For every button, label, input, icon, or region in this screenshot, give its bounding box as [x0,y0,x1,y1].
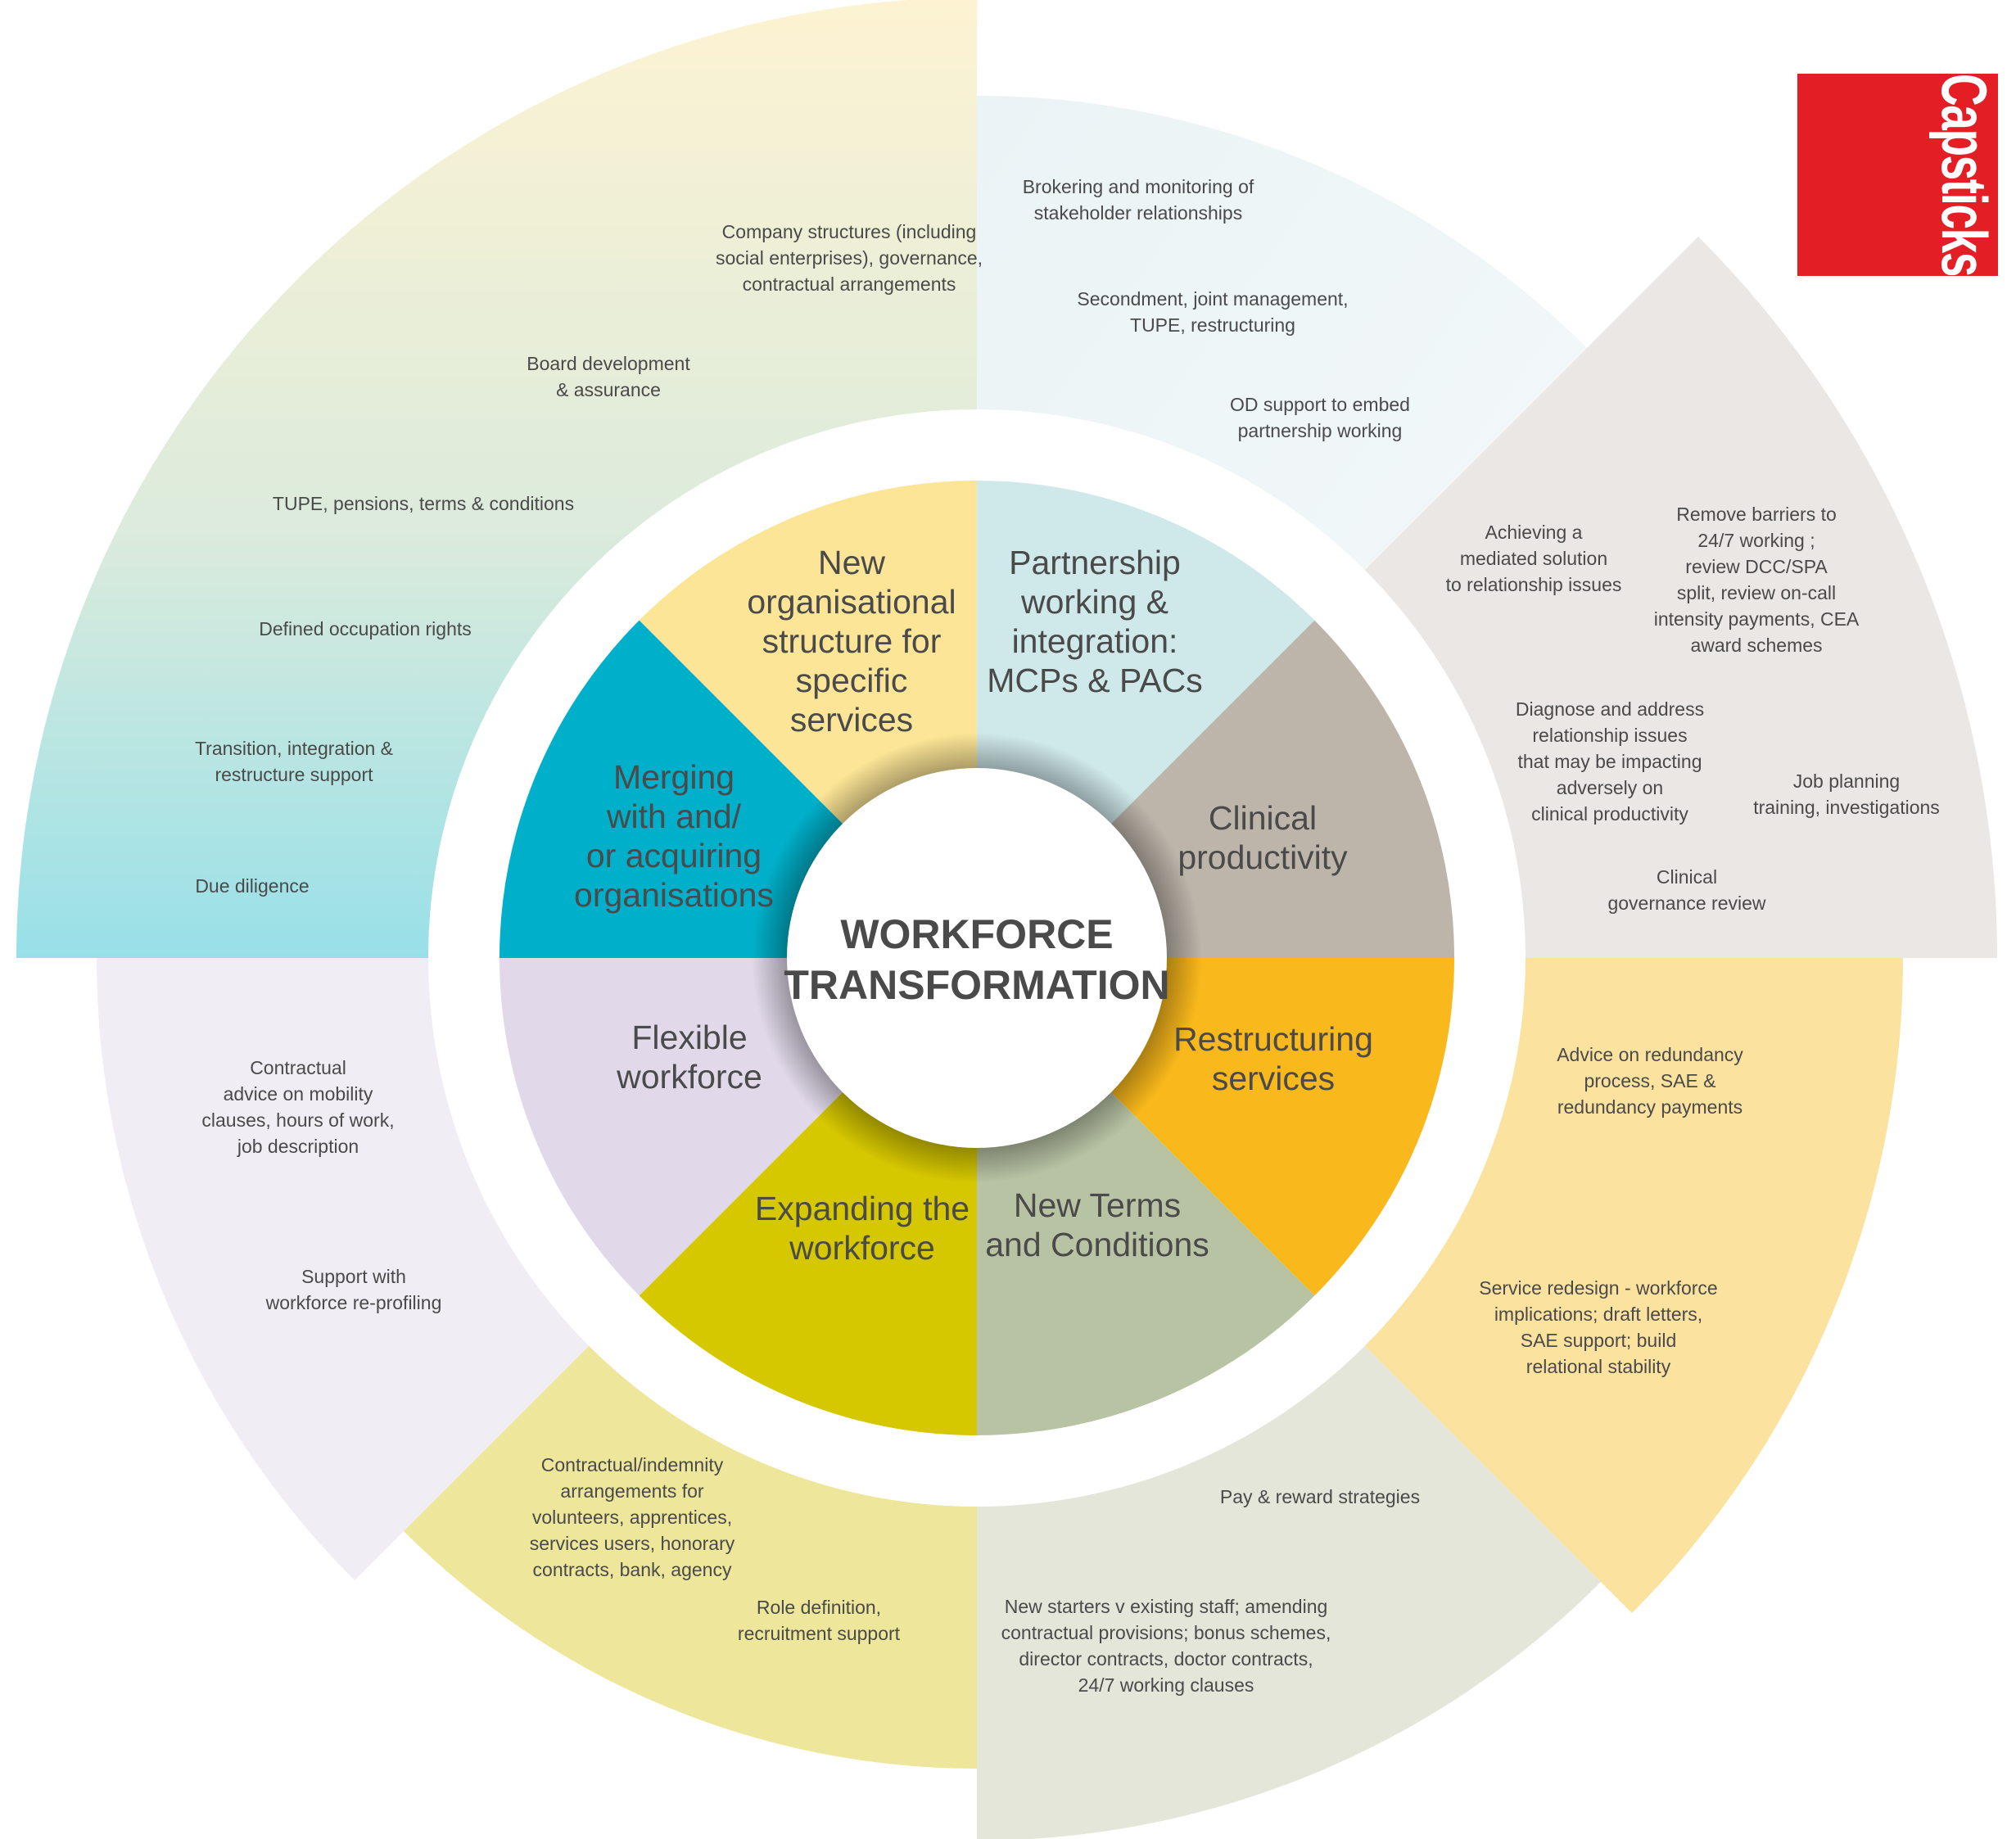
segment-partnership-working-line-3: integration: [1012,622,1178,660]
annotation-contractual-indemnity-line-2: arrangements for [560,1480,703,1502]
segment-flexible-workforce-line-2: workforce [616,1058,762,1096]
annotation-contractual-indemnity-line-4: services users, honorary [530,1533,735,1554]
capsticks-logo: Capsticks [1797,74,2000,276]
center-title-line-1: WORKFORCE [840,911,1113,957]
annotation-remove-barriers-line-4: split, review on-call [1677,582,1836,603]
annotation-secondment-line-2: TUPE, restructuring [1130,314,1295,336]
segment-merging-acquiring-line-3: or acquiring [586,837,762,874]
segment-new-organisational-structure-line-5: services [790,701,913,739]
annotation-diagnose-address-line-4: adversely on [1557,777,1663,798]
annotation-service-redesign-line-3: SAE support; build [1521,1330,1677,1351]
annotation-od-support-line-1: OD support to embed [1230,394,1410,415]
annotation-pay-reward-line-1: Pay & reward strategies [1220,1486,1420,1507]
segment-new-organisational-structure-line-2: organisational [747,583,956,621]
annotation-new-starters-line-3: director contracts, doctor contracts, [1019,1648,1313,1670]
annotation-remove-barriers-line-5: intensity payments, CEA [1654,608,1860,630]
annotation-contractual-advice-mobility-line-1: Contractual [250,1057,346,1078]
center-title-line-2: TRANSFORMATION [784,962,1169,1008]
annotation-advice-redundancy-line-3: redundancy payments [1557,1096,1743,1118]
annotation-service-redesign-line-1: Service redesign - workforce [1479,1277,1717,1299]
annotation-transition-integration-line-1: Transition, integration & [195,738,393,759]
segment-flexible-workforce-line-1: Flexible [631,1019,747,1056]
annotation-board-development-line-1: Board development [527,353,690,374]
annotation-diagnose-address-line-1: Diagnose and address [1516,698,1704,720]
segment-new-organisational-structure-line-1: New [818,544,885,581]
segment-new-organisational-structure-line-3: structure for [762,622,942,660]
annotation-role-definition-line-2: recruitment support [738,1623,901,1644]
annotation-remove-barriers-line-2: 24/7 working ; [1697,530,1815,551]
annotation-labels: Company structures (including social ente… [195,176,1940,1696]
annotation-job-planning-line-1: Job planning [1793,770,1900,792]
annotation-mediated-solution-line-3: to relationship issues [1446,574,1622,595]
segment-partnership-working-line-1: Partnership [1009,544,1181,581]
annotation-company-structures-line-1: Company structures (including [722,221,977,242]
annotation-job-planning-line-2: training, investigations [1753,797,1940,818]
annotation-mediated-solution-line-1: Achieving a [1485,522,1583,543]
annotation-contractual-advice-mobility-line-3: clauses, hours of work, [201,1109,394,1131]
annotation-remove-barriers-line-3: review DCC/SPA [1685,556,1828,577]
segment-new-terms-and-conditions-line-2: and Conditions [985,1226,1209,1263]
segment-expanding-the-workforce-line-2: workforce [789,1229,935,1267]
annotation-board-development-line-2: & assurance [556,379,661,400]
annotation-contractual-indemnity-line-3: volunteers, apprentices, [532,1507,732,1528]
annotation-remove-barriers-line-6: award schemes [1690,635,1822,656]
segment-partnership-working-line-2: working & [1020,583,1168,621]
annotation-due-diligence-line-1: Due diligence [195,875,309,897]
annotation-advice-redundancy-line-1: Advice on redundancy [1557,1044,1743,1065]
annotation-role-definition-line-1: Role definition, [757,1597,881,1618]
annotation-brokering-monitoring-line-1: Brokering and monitoring of [1023,176,1254,197]
segment-restructuring-services-line-1: Restructuring [1173,1020,1373,1058]
annotation-new-starters-line-2: contractual provisions; bonus schemes, [1001,1622,1331,1643]
center-circle [787,768,1167,1148]
annotation-transition-integration-line-2: restructure support [215,764,373,785]
annotation-contractual-indemnity-line-5: contracts, bank, agency [533,1559,732,1580]
annotation-clinical-governance-line-1: Clinical [1657,866,1717,888]
segment-restructuring-services-line-2: services [1212,1060,1335,1097]
logo-box [1797,74,1998,276]
segment-new-organisational-structure-line-4: specific [796,662,908,699]
annotation-diagnose-address-line-5: clinical productivity [1531,803,1688,825]
segment-expanding-the-workforce-line-1: Expanding the [755,1190,970,1227]
segment-clinical-productivity-line-2: productivity [1178,838,1348,876]
annotation-support-reprofiling-line-2: workforce re-profiling [265,1292,442,1313]
annotation-company-structures-line-2: social enterprises), governance, [716,247,983,269]
logo-text: Capsticks [1928,74,2000,276]
annotation-contractual-advice-mobility-line-4: job description [237,1136,359,1157]
annotation-contractual-advice-mobility-line-2: advice on mobility [224,1083,373,1105]
annotation-contractual-indemnity-line-1: Contractual/indemnity [541,1454,724,1475]
segment-merging-acquiring-line-1: Merging [613,758,735,796]
annotation-new-starters-line-4: 24/7 working clauses [1078,1674,1254,1696]
annotation-remove-barriers-line-1: Remove barriers to [1676,504,1837,525]
segment-merging-acquiring-line-2: with and/ [606,798,742,835]
annotation-service-redesign-line-2: implications; draft letters, [1494,1304,1702,1325]
annotation-new-starters-line-1: New starters v existing staff; amending [1005,1596,1328,1617]
annotation-od-support-line-2: partnership working [1238,420,1403,441]
segment-clinical-productivity-line-1: Clinical [1209,799,1317,837]
annotation-diagnose-address-line-3: that may be impacting [1517,751,1702,772]
annotation-company-structures-line-3: contractual arrangements [743,273,956,295]
segment-merging-acquiring-line-4: organisations [574,876,774,914]
segment-new-terms-and-conditions-line-1: New Terms [1014,1186,1181,1224]
annotation-secondment-line-1: Secondment, joint management, [1077,288,1348,310]
annotation-diagnose-address-line-2: relationship issues [1532,725,1687,746]
annotation-service-redesign-line-4: relational stability [1526,1356,1671,1377]
segment-partnership-working-line-4: MCPs & PACs [987,662,1203,699]
annotation-advice-redundancy-line-2: process, SAE & [1584,1070,1715,1091]
annotation-defined-occupation-line-1: Defined occupation rights [259,618,472,639]
annotation-mediated-solution-line-2: mediated solution [1460,548,1607,569]
annotation-tupe-pensions-line-1: TUPE, pensions, terms & conditions [273,493,574,514]
annotation-clinical-governance-line-2: governance review [1607,892,1765,914]
annotation-support-reprofiling-line-1: Support with [301,1266,406,1287]
annotation-brokering-monitoring-line-2: stakeholder relationships [1034,202,1242,224]
